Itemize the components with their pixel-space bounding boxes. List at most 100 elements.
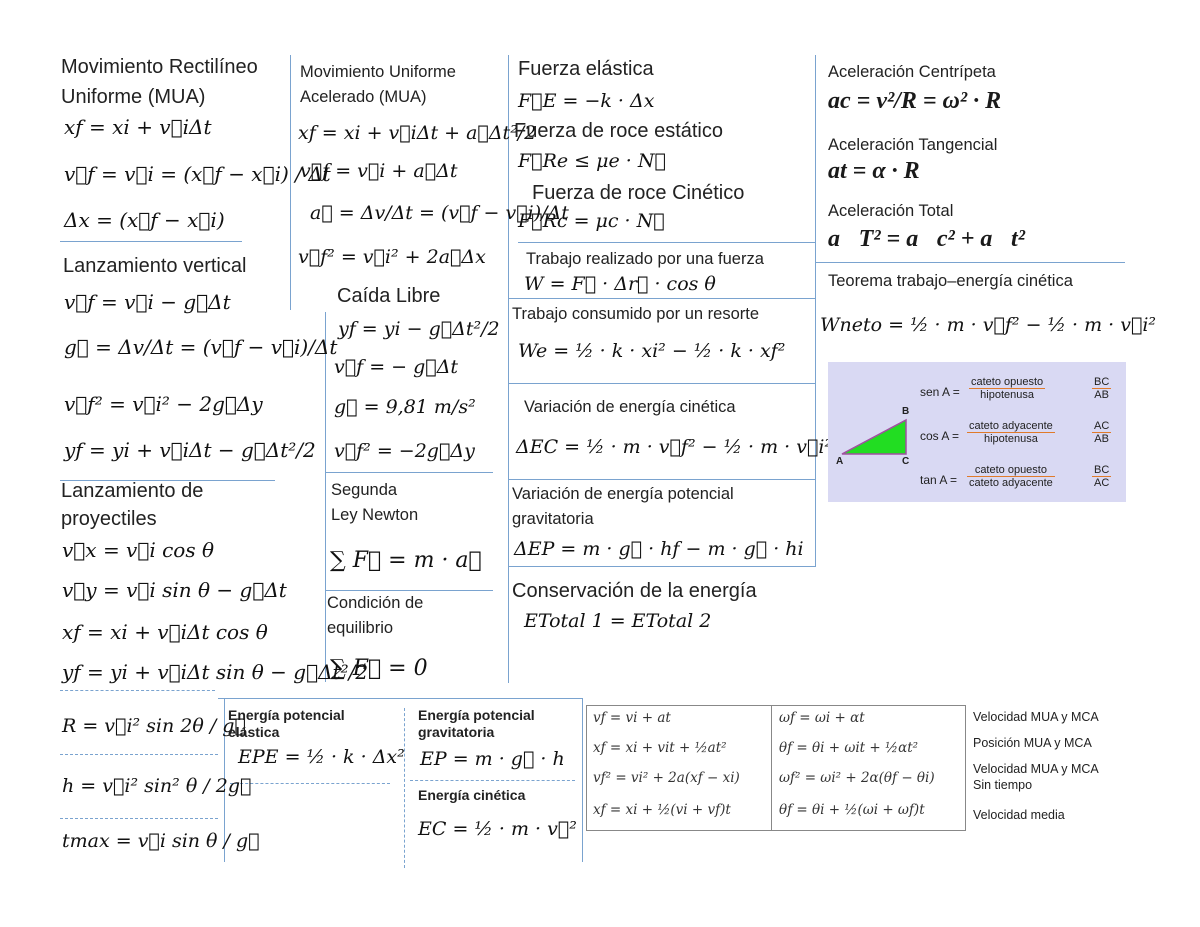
- cos-fraction: cateto adyacente hipotenusa: [967, 420, 1055, 445]
- proyectiles-formula-height: h = v⃗i² sin² θ / 2g⃗: [62, 775, 252, 797]
- table-label-velocidad-media: Velocidad media: [973, 808, 1065, 822]
- lanz-vertical-formula-2: g⃗ = Δv/Δt = (v⃗f − v⃗i)/Δt: [64, 335, 338, 359]
- divider-col4: [815, 55, 816, 567]
- energia-potencial-elastica-formula: EPE = ½ · k · Δx²: [238, 746, 405, 768]
- sen-fraction: cateto opuesto hipotenusa: [969, 376, 1046, 401]
- mru-formula-displacement: Δx = (x⃗f − x⃗i): [64, 208, 225, 232]
- proyectiles-title-line1: Lanzamiento de: [61, 480, 204, 502]
- roce-cinetico-title: Fuerza de roce Cinético: [532, 182, 745, 204]
- divider-col1: [290, 55, 291, 310]
- trig-ratios-box: B A C sen A = cateto opuesto hipotenusa …: [828, 362, 1126, 502]
- cos-ratio-numerator: AC: [1094, 420, 1110, 432]
- mru-title-line2: Uniforme (MUA): [61, 86, 206, 108]
- conservacion-title: Conservación de la energía: [512, 580, 757, 602]
- var-potencial-title-line1: Variación de energía potencial: [512, 485, 734, 503]
- mua-formula-velocity: v⃗f = v⃗i + a⃗Δt: [300, 160, 458, 182]
- caida-formula-gravity: g⃗ = 9,81 m/s²: [334, 396, 476, 418]
- energia-potencial-elastica-title-line1: Energía potencial: [228, 707, 345, 723]
- proyectiles-title-line2: proyectiles: [61, 508, 157, 530]
- conservacion-formula: ETotal 1 = ETotal 2: [524, 610, 712, 632]
- lanz-vertical-formula-3: v⃗f² = v⃗i² − 2g⃗Δy: [64, 392, 263, 416]
- sen-numerator: cateto opuesto: [971, 376, 1044, 388]
- table-angular-row-3: ωf² = ωi² + 2α(θf − θi): [779, 770, 935, 786]
- divider-grav: [410, 780, 575, 781]
- mua-formula-acceleration: a⃗ = Δv/Δt = (v⃗f − v⃗i)/Δt: [310, 202, 569, 224]
- lanz-vertical-formula-4: yf = yi + v⃗iΔt − g⃗Δt²/2: [64, 438, 316, 462]
- newton-title-line2: Ley Newton: [331, 506, 419, 524]
- roce-estatico-title: Fuerza de roce estático: [514, 120, 723, 142]
- centripeta-title: Aceleración Centrípeta: [828, 63, 996, 81]
- divider-elast: [230, 783, 390, 784]
- tan-ratio-numerator: BC: [1094, 464, 1110, 476]
- table-label-sin-tiempo: Sin tiempo: [973, 778, 1033, 792]
- proyectiles-formula-x: xf = xi + v⃗iΔt cos θ: [62, 620, 268, 644]
- sen-denominator: hipotenusa: [969, 388, 1046, 401]
- divider-r: [60, 754, 218, 755]
- proyectiles-formula-vx: v⃗x = v⃗i cos θ: [62, 538, 215, 562]
- var-cinetica-formula: ΔEC = ½ · m · v⃗f² − ½ · m · v⃗i²: [516, 436, 833, 458]
- roce-estatico-formula: F⃗Re ≤ μe · N⃗: [518, 150, 666, 172]
- trabajo-resorte-title: Trabajo consumido por un resorte: [512, 305, 760, 323]
- proyectiles-formula-range: R = v⃗i² sin 2θ / g⃗: [62, 715, 246, 737]
- divider-proy: [60, 690, 215, 691]
- equilibrio-title-line2: equilibrio: [327, 619, 394, 637]
- mua-title-line2: Acelerado (MUA): [300, 88, 427, 106]
- divider-trabajo: [508, 298, 815, 299]
- trabajo-resorte-formula: We = ½ · k · xi² − ½ · k · xf²: [518, 340, 786, 362]
- divider-circular: [815, 262, 1125, 263]
- tangencial-title: Aceleración Tangencial: [828, 136, 998, 154]
- var-potencial-formula: ΔEP = m · g⃗ · hf − m · g⃗ · hi: [514, 538, 804, 560]
- aceleracion-total-title: Aceleración Total: [828, 202, 954, 220]
- aceleracion-total-formula: a⃗T² = a⃗c² + a⃗t²: [828, 226, 1025, 252]
- mru-formula-position: xf = xi + v⃗iΔt: [64, 115, 212, 139]
- sen-ratio-denominator: AB: [1092, 388, 1112, 401]
- cos-denominator: hipotenusa: [967, 432, 1055, 445]
- energia-potencial-gravitatoria-formula: EP = m · g⃗ · h: [420, 748, 565, 770]
- tan-ratio: BC AC: [1092, 464, 1112, 489]
- tan-numerator: cateto opuesto: [974, 464, 1047, 476]
- tangencial-formula: at = α · R: [828, 158, 920, 184]
- newton-title-line1: Segunda: [331, 481, 398, 499]
- caida-formula-velocity: v⃗f = − g⃗Δt: [334, 356, 459, 378]
- energia-potencial-gravitatoria-title-line1: Energía potencial: [418, 707, 535, 723]
- divider-energias-top: [218, 698, 582, 699]
- vertex-b-label: B: [902, 406, 910, 417]
- divider-varpot: [508, 566, 815, 567]
- divider-varcin: [508, 479, 815, 480]
- fuerza-elastica-formula: F⃗E = −k · Δx: [518, 90, 655, 112]
- right-triangle-figure: [841, 418, 907, 455]
- divider-energias-left: [224, 698, 225, 862]
- sen-ratio: BC AB: [1092, 376, 1112, 401]
- table-linear-row-1: vf = vi + at: [593, 710, 671, 726]
- proyectiles-formula-vy: v⃗y = v⃗i sin θ − g⃗Δt: [62, 578, 287, 602]
- table-linear-column: [587, 706, 772, 830]
- divider-newton: [325, 590, 493, 591]
- roce-cinetico-formula: F⃗Rc = μc · N⃗: [518, 210, 665, 232]
- divider-mru: [60, 241, 242, 242]
- table-linear-row-3: vf² = vi² + 2a(xf − xi): [593, 770, 740, 786]
- caida-title: Caída Libre: [337, 285, 441, 307]
- divider-col2: [325, 312, 326, 682]
- mru-formula-velocity: v⃗f = v⃗i = (x⃗f − x⃗i) / Δt: [64, 162, 331, 186]
- var-cinetica-title: Variación de energía cinética: [524, 398, 736, 416]
- divider-energias-right: [582, 698, 583, 862]
- proyectiles-formula-y: yf = yi + v⃗iΔt sin θ − g⃗Δt²/2: [62, 660, 369, 684]
- table-label-posicion: Posición MUA y MCA: [973, 736, 1092, 750]
- divider-fuerzas: [518, 242, 815, 243]
- vertex-a-label: A: [836, 456, 844, 467]
- table-angular-row-2: θf = θi + ωit + ½αt²: [779, 740, 919, 756]
- tan-label: tan A =: [920, 473, 958, 487]
- divider-caida: [325, 472, 493, 473]
- divider-h: [60, 818, 218, 819]
- equilibrio-title-line1: Condición de: [327, 594, 424, 612]
- centripeta-formula: ac = v²/R = ω² · R: [828, 88, 1002, 114]
- kinematics-table: vf = vi + at xf = xi + vit + ½at² vf² = …: [586, 705, 966, 831]
- cos-numerator: cateto adyacente: [969, 420, 1053, 432]
- tan-ratio-denominator: AC: [1092, 476, 1112, 489]
- caida-formula-timeless: v⃗f² = −2g⃗Δy: [334, 440, 475, 462]
- mua-formula-timeless: v⃗f² = v⃗i² + 2a⃗Δx: [298, 246, 486, 268]
- divider-resorte: [508, 383, 815, 384]
- energia-cinetica-title: Energía cinética: [418, 787, 526, 803]
- var-potencial-title-line2: gravitatoria: [512, 510, 594, 528]
- mua-title-line1: Movimiento Uniforme: [300, 63, 456, 81]
